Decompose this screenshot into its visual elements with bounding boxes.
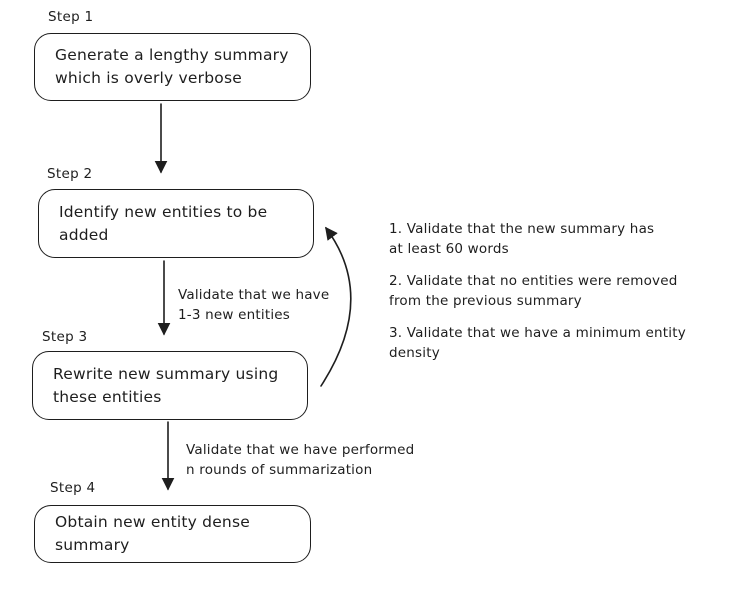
step4-node: Obtain new entity dense summary [34, 505, 311, 563]
edge-label-entities: Validate that we have 1-3 new entities [178, 287, 330, 323]
step4-label: Step 4 [50, 480, 96, 496]
step4-text: Obtain new entity dense summary [55, 513, 250, 554]
validation-item-2: 2. Validate that no entities were remove… [389, 273, 678, 309]
edge-label-rounds: Validate that we have performed n rounds… [186, 442, 415, 478]
step2-text: Identify new entities to be added [59, 202, 268, 244]
step1-node: Generate a lengthy summary which is over… [34, 33, 311, 101]
validation-item-3: 3. Validate that we have a minimum entit… [389, 325, 686, 361]
step3-label: Step 3 [42, 329, 88, 345]
step1-label: Step 1 [48, 9, 94, 25]
step3-text: Rewrite new summary using these entities [53, 364, 279, 406]
loop-validations-list: 1. Validate that the new summary has at … [389, 219, 719, 375]
step3-node: Rewrite new summary using these entities [32, 351, 308, 420]
validation-item-1: 1. Validate that the new summary has at … [389, 221, 655, 257]
step2-label: Step 2 [47, 166, 93, 182]
step1-text: Generate a lengthy summary which is over… [55, 46, 289, 87]
step2-node: Identify new entities to be added [38, 189, 314, 258]
